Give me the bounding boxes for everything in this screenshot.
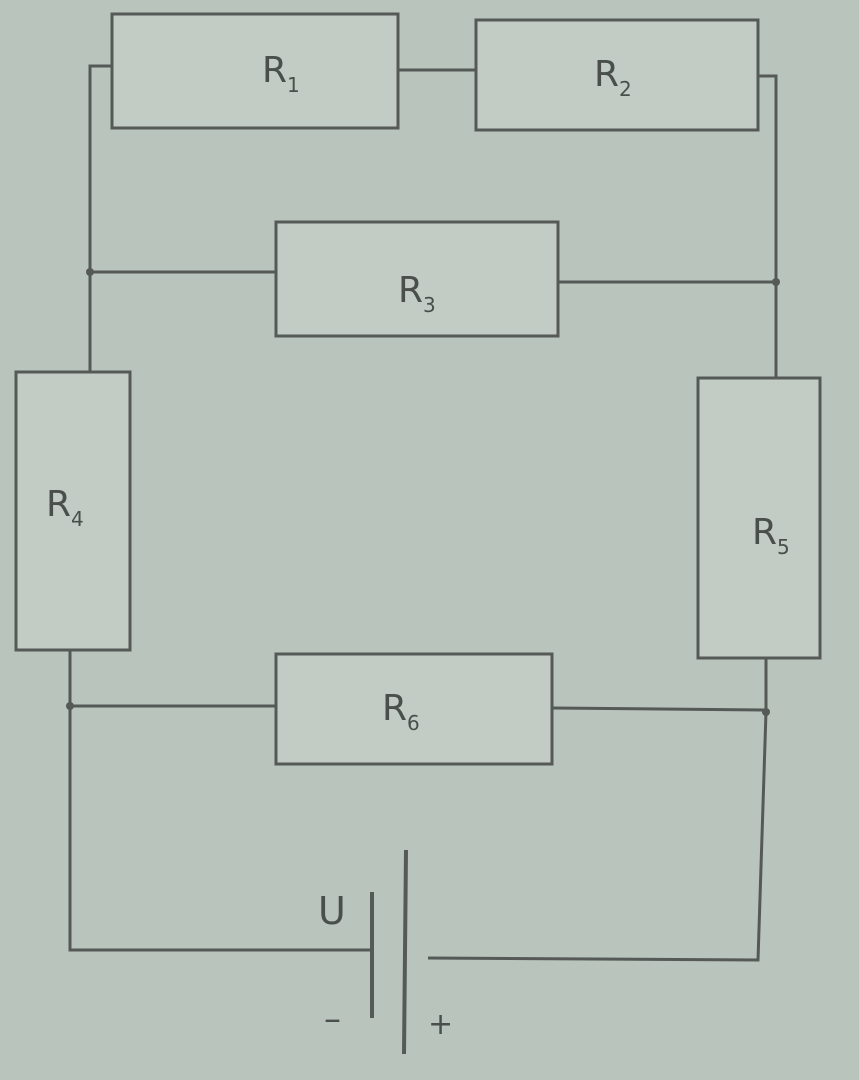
source-minus-sign: – bbox=[324, 999, 341, 1039]
resistor-r2-label: R2 bbox=[594, 54, 632, 101]
resistor-r1-body bbox=[110, 12, 400, 130]
resistor-r4-label: R4 bbox=[46, 484, 84, 531]
junction-node bbox=[86, 268, 94, 276]
resistor-r3-label: R3 bbox=[398, 270, 436, 317]
resistor-r6-label: R6 bbox=[382, 688, 420, 735]
junction-node bbox=[762, 708, 770, 716]
wire-r6-right bbox=[551, 706, 767, 712]
junction-node bbox=[66, 702, 74, 710]
resistor-r5-body bbox=[696, 376, 822, 660]
resistor-r2-body bbox=[474, 18, 760, 132]
resistor-r1-label: R1 bbox=[262, 50, 300, 97]
wire-left-lower bbox=[68, 650, 372, 952]
junctions bbox=[66, 268, 780, 716]
resistor-r3-body bbox=[274, 220, 560, 338]
source-plus-sign: + bbox=[428, 1007, 453, 1042]
resistors bbox=[14, 12, 822, 766]
wire-right-lower bbox=[427, 658, 768, 962]
resistor-r6-body bbox=[274, 652, 554, 766]
wire-right-upper bbox=[758, 74, 778, 378]
resistor-r4-body bbox=[14, 370, 132, 652]
source-voltage-label: U bbox=[318, 889, 346, 933]
resistor-r5-label: R5 bbox=[752, 512, 790, 559]
wires bbox=[68, 64, 778, 962]
voltage-source bbox=[370, 849, 408, 1055]
battery-positive-plate bbox=[402, 849, 408, 1055]
junction-node bbox=[772, 278, 780, 286]
